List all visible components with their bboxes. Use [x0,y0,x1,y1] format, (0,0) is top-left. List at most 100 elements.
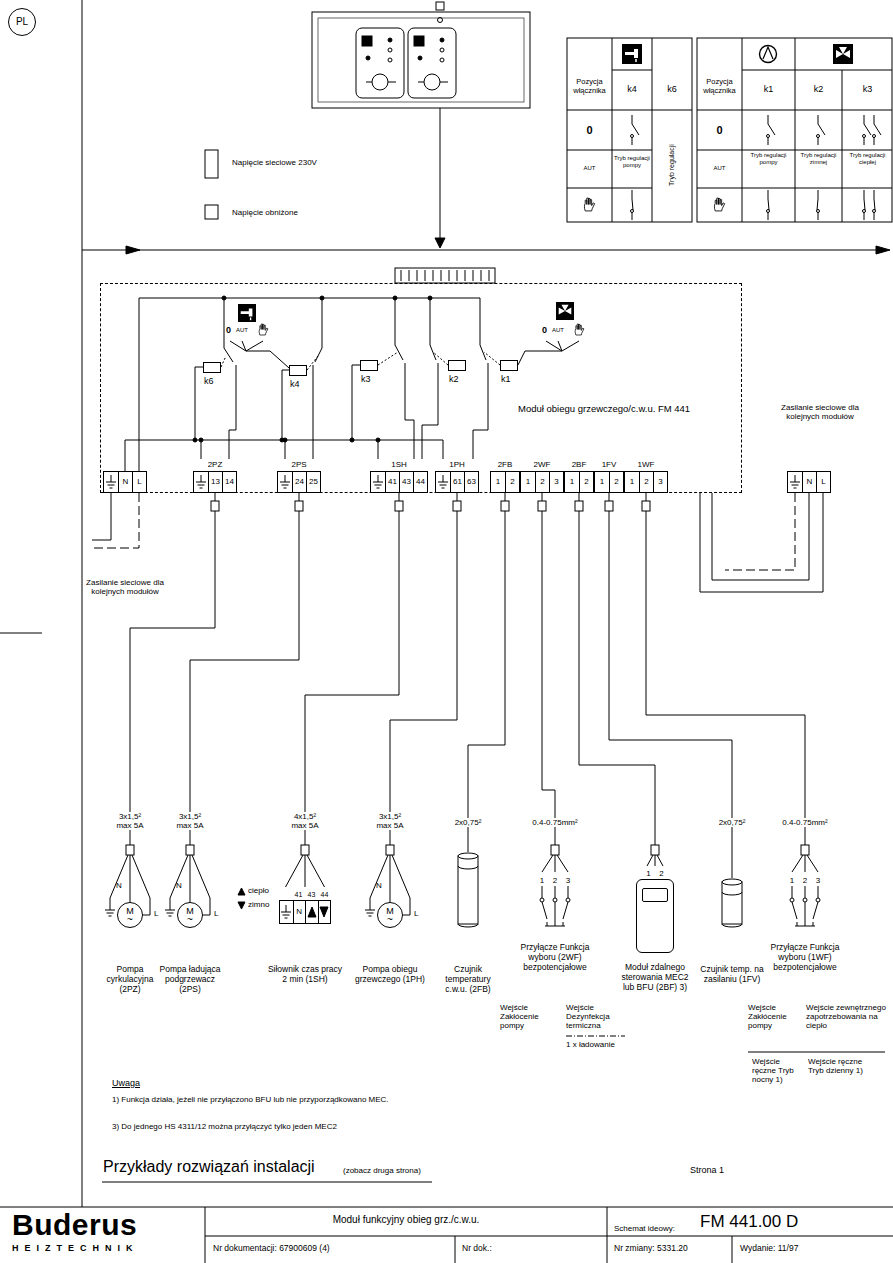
device-marks [102,888,885,1182]
terminal-cell: 44 [413,472,427,492]
terminal-number: 2 [614,477,618,487]
pin-slot: 41 [292,890,305,900]
terminal-cell: 14 [222,472,236,492]
direction-label: zimno [248,900,278,909]
ground-symbol [373,475,383,488]
table-header: k1 [754,84,784,94]
language-badge: PL [8,8,36,36]
sensor-base [458,924,478,927]
cable-plug [295,501,303,511]
switch-position: 0 [226,325,236,335]
input-label: Wejście Dezynfekcja termiczna [566,1003,628,1031]
terminal-number: 63 [467,477,476,487]
module-box: Moduł obiegu grzewczego/c.w.u. FM 441k6k… [100,283,742,493]
device-caption: Moduł zdalnego sterowania MEC2 lub BFU (… [615,962,695,992]
terminal-cell: 1 [521,472,535,492]
supply-note: Zasilanie sieciowe dla kolejnych modułów [780,403,860,421]
ground-symbol [438,475,448,488]
pin-number: 1 [536,876,549,886]
terminal-name: 2PS [277,459,321,471]
device-caption: Siłownik czas pracy 2 min (1SH) [265,964,345,984]
pin-row: 123 [536,872,575,886]
terminal-row: 6163 [435,471,479,493]
relay-coil: k4 [289,365,307,376]
pin-name: N [116,881,126,890]
pump-motor: M~Pompa ładująca podgrzewacz (2PS) [158,902,222,994]
contact-symbol [542,886,568,926]
pin-slot: 3 [562,876,575,886]
ground-symbol [195,472,207,492]
terminal-cell: 1 [595,472,609,492]
terminal-number: N [807,477,813,487]
terminal-cell: 2 [505,472,519,492]
relay-coil: k2 [448,360,466,371]
remote-module: 12Moduł zdalnego sterowania MEC2 lub BFU… [615,866,695,992]
table-cell: AUT [570,165,610,172]
motor-tilde: ~ [187,916,193,924]
badge-text: PL [16,16,28,28]
terminal-block: 1SH414344 [370,459,428,493]
pin-row: 12 [642,866,668,879]
device-caption: Przyłącze Funkcja wyboru (2WF) bezpotenc… [515,942,595,972]
relay-label: k2 [449,374,459,384]
cable-plug [386,845,394,855]
ground-symbol [105,472,117,492]
contact-point [553,898,557,902]
terminal-row: 12 [490,471,520,493]
terminal-number: 1 [600,477,604,487]
relay-coil: k6 [203,362,221,373]
terminal-name: 2WF [520,459,564,471]
drawing-number: FM 441.00 D [700,1212,880,1232]
device-caption: Czujnik temperatury c.w.u. (2FB) [436,964,500,994]
terminal-number: 2 [584,477,588,487]
open-arrow [307,902,317,922]
supply-note: Zasilanie sieciowe dla kolejnych modułów [85,578,165,596]
note-text: 1) Funkcja działa, jeżeli nie przyłączon… [112,1095,412,1104]
cable [468,493,505,852]
terminal-number: L [821,477,825,487]
title-field: Schemat ideowy: [614,1224,694,1233]
legend-text: Napięcie obniżone [232,208,298,218]
note-heading: Uwaga [112,1078,172,1088]
pin-name: L [214,909,224,918]
switch-table-2 [697,38,892,222]
title-field: Moduł funkcyjny obieg grz./c.w.u. [211,1214,601,1226]
relay-label: k6 [204,376,214,386]
terminal-cell: 1 [491,472,505,492]
device-caption: Przyłącze Funkcja wyboru (1WF) bezpotenc… [765,942,845,972]
terminal-cell [278,472,292,492]
table-header: k4 [617,84,647,94]
input-label: Wejście Zakłócenie pompy [500,1003,555,1031]
switch-table-1 [567,38,692,222]
terminal-row: 123 [520,471,564,493]
terminal-number: 14 [225,477,234,487]
relay-label: k3 [361,374,371,384]
cable-plug [126,845,134,855]
contact-point [540,898,544,902]
motor-letter: M [386,907,394,916]
pin-number: 3 [562,876,575,886]
contact-input: 123Przyłącze Funkcja wyboru (1WF) bezpot… [765,872,845,972]
terminal-number: 24 [295,477,304,487]
terminal-cell [788,472,802,492]
brand-subtitle: HEIZTECHNIK [12,1243,202,1253]
terminal-cell: 2 [579,472,593,492]
actuator-cell [318,901,331,923]
terminal-name: 1WF [624,459,668,471]
sensor-body [722,882,742,924]
temperature-sensor: Czujnik temp. na zasilaniu (1FV) [700,878,764,984]
fan-wire [542,855,568,872]
contact-point [566,898,570,902]
terminal-cell [194,472,208,492]
terminal-number: 1 [496,477,500,487]
terminal-number: 43 [402,477,411,487]
ground-symbol [437,472,449,492]
terminal-row: NL [787,471,831,493]
pin-slot: 2 [655,869,668,879]
pin-number: 1 [642,869,655,879]
cable [190,493,299,902]
cable-spec: 2x0,75² [448,818,488,827]
table-header: k2 [804,84,834,94]
terminal-number: 1 [570,477,574,487]
pin-slot: 3 [812,876,825,886]
